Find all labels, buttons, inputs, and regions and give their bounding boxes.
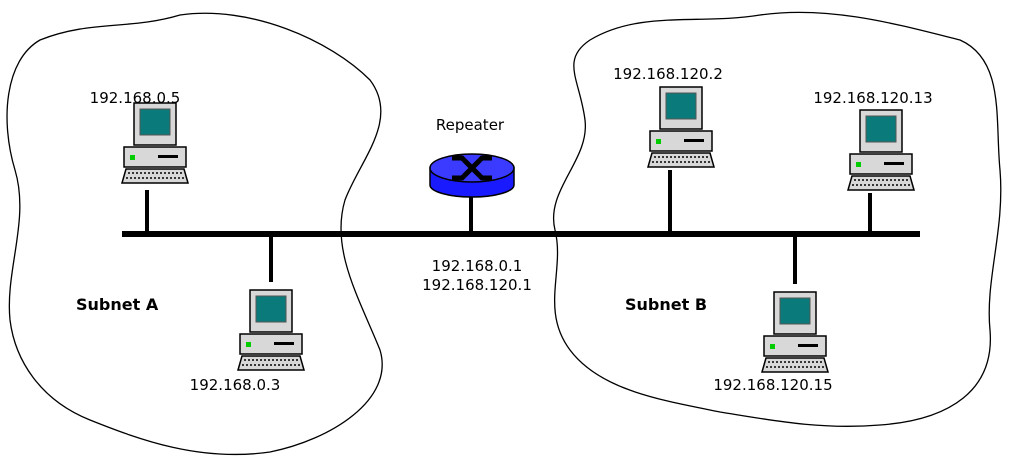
- subnet-a-label: Subnet A: [76, 295, 159, 314]
- drop-line: [668, 170, 672, 234]
- host-address: 192.168.0.5: [90, 89, 181, 107]
- drop-line: [868, 193, 872, 234]
- subnet-b-boundary: [552, 11, 1002, 427]
- repeater-icon: [429, 153, 515, 234]
- network-bus: [122, 231, 920, 237]
- host-address: 192.168.120.13: [813, 89, 932, 107]
- subnet-b-label: Subnet B: [625, 295, 707, 314]
- drop-line: [145, 190, 149, 234]
- computer-icon: [761, 291, 829, 373]
- repeater-label: Repeater: [436, 116, 505, 134]
- host-address: 192.168.120.15: [713, 376, 832, 394]
- computers: [121, 86, 915, 373]
- computer-icon: [647, 86, 715, 168]
- computer-icon: [237, 289, 305, 371]
- computer-icon: [121, 102, 189, 184]
- drop-lines: [145, 170, 872, 284]
- repeater-address-1: 192.168.0.1: [432, 257, 523, 275]
- computer-icon: [847, 109, 915, 191]
- subnet-a-boundary: [6, 12, 383, 456]
- drop-line: [793, 234, 797, 284]
- host-address: 192.168.120.2: [613, 65, 723, 83]
- drop-line: [269, 234, 273, 282]
- repeater-address-2: 192.168.120.1: [422, 276, 532, 294]
- host-address: 192.168.0.3: [190, 376, 281, 394]
